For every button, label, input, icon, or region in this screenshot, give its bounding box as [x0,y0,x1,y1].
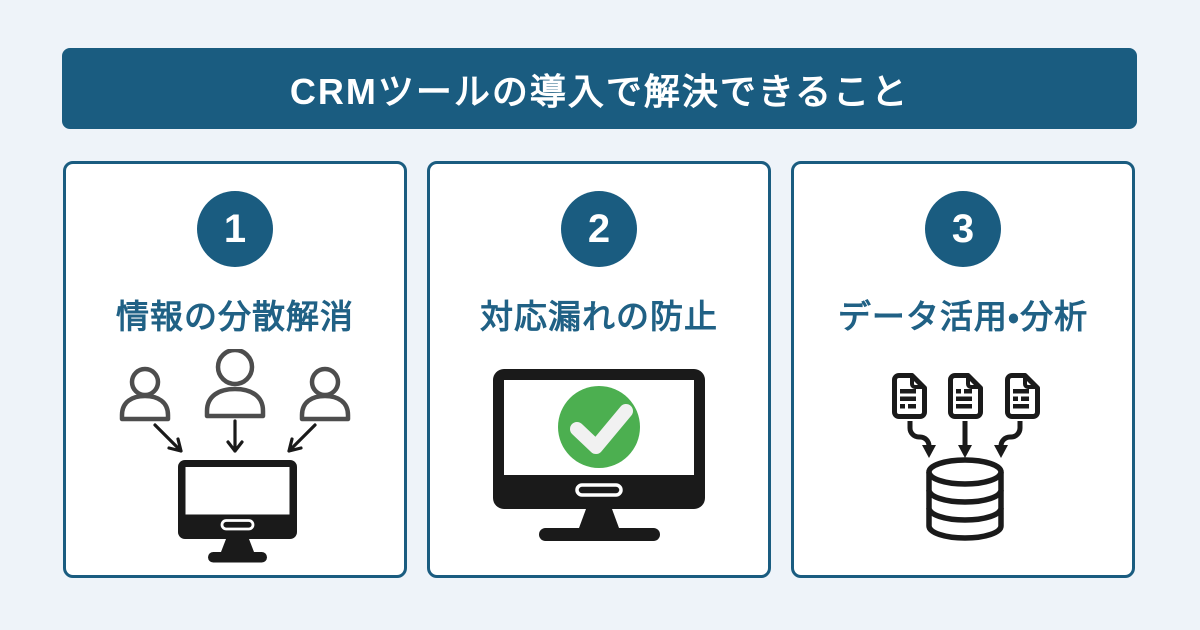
cards-row: 1 情報の分散解消 [63,161,1135,578]
monitor-checkmark-icon [493,368,705,541]
card-title: 情報の分散解消 [116,298,354,335]
person-icon [119,366,171,422]
card-missed-response-prevention: 2 対応漏れの防止 [427,161,771,578]
document-icon [892,372,927,419]
card-data-analysis: 3 データ活用・分析 [791,161,1135,578]
arrow-down-icon [153,419,317,453]
document-icon [1005,372,1040,419]
check-circle-icon [558,385,640,468]
step-number-badge: 1 [197,191,273,267]
card-information-consolidation: 1 情報の分散解消 [63,161,407,578]
header-banner: CRMツールの導入で解決できること [62,48,1137,129]
arrow-down-icon [922,444,1008,458]
people-to-monitor-icon [119,349,351,563]
card-title: データ活用・分析 [837,298,1089,335]
arrow-down-icon [907,420,1023,447]
documents-to-database-icon [892,372,1040,541]
card-icon-area [794,338,1132,575]
card-title: 対応漏れの防止 [480,298,718,335]
step-number-badge: 3 [925,191,1001,267]
person-icon [204,349,266,419]
database-icon [926,456,1004,541]
card-icon-area [430,338,768,575]
page-title: CRMツールの導入で解決できること [289,70,910,112]
card-icon-area [66,338,404,575]
step-number: 2 [587,206,611,251]
monitor-icon [178,460,297,563]
step-number-badge: 2 [561,191,637,267]
step-number: 3 [951,206,975,251]
document-icon [948,372,983,419]
person-icon [299,366,351,422]
step-number: 1 [223,206,247,251]
